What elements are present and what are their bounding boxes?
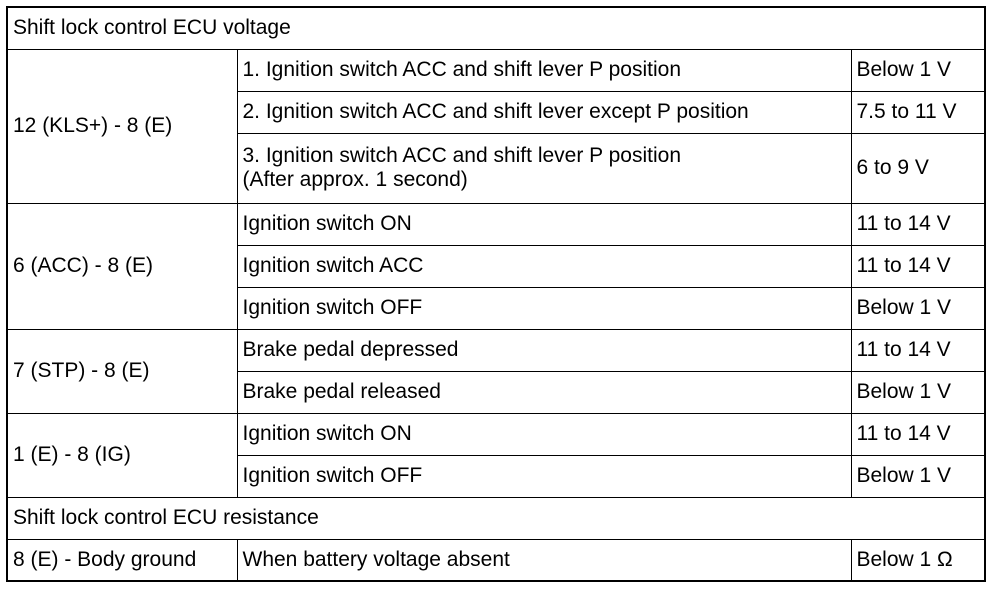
table-row: Ignition switch ACC 11 to 14 V: [7, 244, 986, 288]
spec-cell: 6 to 9 V: [850, 132, 986, 204]
table-row: 12 (KLS+) - 8 (E) 1. Ignition switch ACC…: [6, 48, 986, 204]
spec-cell: 11 to 14 V: [850, 328, 986, 372]
spec-cell: 7.5 to 11 V: [850, 90, 986, 134]
table-row: 3. Ignition switch ACC and shift lever P…: [7, 132, 986, 204]
condition-cell: When battery voltage absent: [236, 538, 852, 582]
table-row: Brake pedal released Below 1 V: [7, 370, 986, 414]
terminal-cell: 8 (E) - Body ground: [6, 538, 238, 582]
spec-table-body: Shift lock control ECU voltage 12 (KLS+)…: [6, 6, 986, 582]
condition-cell: Brake pedal depressed: [236, 328, 852, 372]
spec-cell: Below 1 V: [850, 48, 986, 92]
spec-cell: 11 to 14 V: [850, 412, 986, 456]
section-title-voltage: Shift lock control ECU voltage: [6, 6, 986, 50]
spec-cell: Below 1 V: [850, 286, 986, 330]
condition-cell: 3. Ignition switch ACC and shift lever P…: [236, 132, 852, 204]
condition-cell: Ignition switch OFF: [236, 454, 852, 498]
terminal-cell: 12 (KLS+) - 8 (E): [6, 48, 238, 204]
condition-cell: Ignition switch ON: [236, 412, 852, 456]
section-header-row: Shift lock control ECU voltage: [6, 6, 986, 50]
condition-cell: Ignition switch ACC: [236, 244, 852, 288]
spec-cell: 11 to 14 V: [850, 244, 986, 288]
section-header-row: Shift lock control ECU resistance: [6, 496, 986, 540]
condition-cell: Ignition switch OFF: [236, 286, 852, 330]
spec-cell: Below 1 V: [850, 370, 986, 414]
terminal-cell: 1 (E) - 8 (IG): [6, 412, 238, 498]
terminal-cell: 6 (ACC) - 8 (E): [6, 202, 238, 330]
spec-cell: Below 1 Ω: [850, 538, 986, 582]
table-row: 2. Ignition switch ACC and shift lever e…: [7, 90, 986, 134]
condition-cell: Brake pedal released: [236, 370, 852, 414]
spec-cell: Below 1 V: [850, 454, 986, 498]
terminal-cell: 7 (STP) - 8 (E): [6, 328, 238, 414]
table-row: 7 (STP) - 8 (E) Brake pedal depressed 11…: [6, 328, 986, 414]
condition-cell: 1. Ignition switch ACC and shift lever P…: [236, 48, 852, 92]
section-title-resistance: Shift lock control ECU resistance: [6, 496, 986, 540]
table-row: Ignition switch OFF Below 1 V: [7, 454, 986, 498]
table-row: 1 (E) - 8 (IG) Ignition switch ON 11 to …: [6, 412, 986, 498]
table-row: 6 (ACC) - 8 (E) Ignition switch ON 11 to…: [6, 202, 986, 330]
condition-cell: Ignition switch ON: [236, 202, 852, 246]
spec-cell: 11 to 14 V: [850, 202, 986, 246]
table-row: Ignition switch OFF Below 1 V: [7, 286, 986, 330]
condition-cell: 2. Ignition switch ACC and shift lever e…: [236, 90, 852, 134]
table-row: 8 (E) - Body ground When battery voltage…: [6, 538, 986, 582]
spec-table: Shift lock control ECU voltage 12 (KLS+)…: [6, 6, 987, 582]
